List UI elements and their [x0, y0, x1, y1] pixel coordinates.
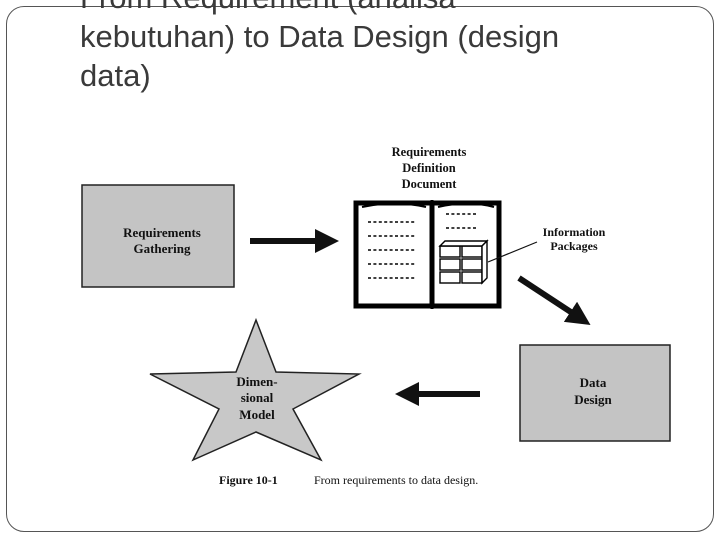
information-packages-grid: [438, 239, 489, 285]
information-packages-line-2: Packages: [550, 239, 598, 253]
document-title-line-3: Document: [402, 177, 458, 191]
information-packages-label: Information Packages: [487, 225, 606, 263]
requirements-gathering-box: Requirements Gathering: [81, 184, 235, 288]
figure-caption: Figure 10-1 From requirements to data de…: [219, 473, 478, 487]
caption-text: From requirements to data design.: [314, 473, 478, 487]
data-design-label-1: Data: [580, 375, 607, 390]
caption-number: Figure 10-1: [219, 473, 278, 487]
information-packages-pointer: [487, 241, 538, 263]
dimensional-model-label-1: Dimen-: [236, 374, 277, 389]
requirements-document-title: Requirements Definition Document: [392, 145, 467, 191]
slide-title: From Requirement (analisa kebutuhan) to …: [80, 0, 560, 93]
information-packages-line-1: Information: [543, 225, 606, 239]
dimensional-model-label-3: Model: [239, 407, 275, 422]
document-title-line-2: Definition: [402, 161, 456, 175]
data-design-label-2: Design: [574, 392, 612, 407]
document-title-line-1: Requirements: [392, 145, 467, 159]
slide-frame: [6, 6, 714, 532]
requirements-gathering-label-1: Requirements: [123, 225, 201, 240]
dimensional-model-star: Dimen- sional Model: [149, 317, 362, 462]
arrow-document-to-data-design: [517, 275, 591, 325]
data-design-box: Data Design: [519, 344, 671, 442]
requirements-gathering-label-2: Gathering: [133, 241, 191, 256]
dimensional-model-label-2: sional: [241, 390, 274, 405]
open-book-icon: [353, 200, 502, 309]
